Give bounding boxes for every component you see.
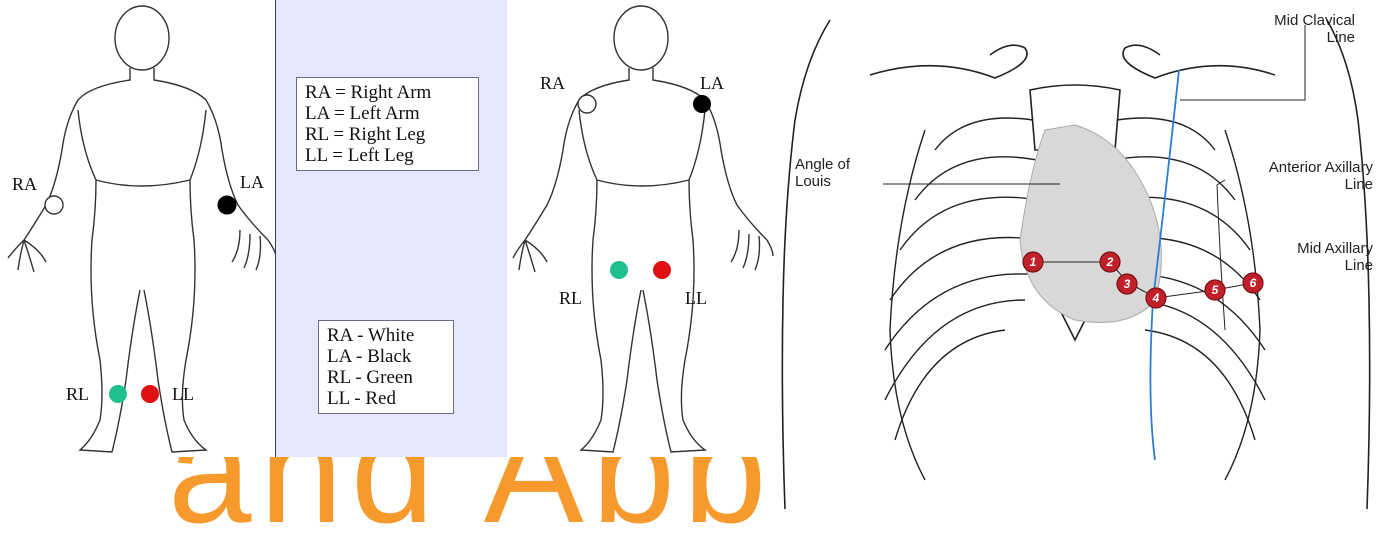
- legend-item: LA = Left Arm: [305, 103, 470, 124]
- legend-item: LL = Left Leg: [305, 145, 470, 166]
- limb-leads-figure-proximal: RA LA RL LL: [507, 0, 775, 457]
- label-ra: RA: [540, 73, 565, 94]
- limb-leads-figure-distal: RA LA RL LL: [0, 0, 275, 457]
- legend-item: LL - Red: [327, 388, 445, 409]
- electrode-v6-label: 6: [1250, 276, 1257, 290]
- electrode-ra-white: [45, 196, 63, 214]
- electrode-la-black: [693, 95, 711, 113]
- label-rl: RL: [66, 384, 89, 405]
- legend-item: RL = Right Leg: [305, 124, 470, 145]
- electrode-la-black: [218, 196, 236, 214]
- electrode-rl-green: [109, 385, 127, 403]
- electrode-ll-red: [653, 261, 671, 279]
- legend-panel: RA = Right Arm LA = Left Arm RL = Right …: [275, 0, 509, 457]
- electrode-layer-2: [507, 0, 775, 457]
- electrode-ll-red: [141, 385, 159, 403]
- electrode-v2-label: 2: [1106, 255, 1114, 269]
- label-angle-of-louis: Angle of Louis: [795, 156, 895, 190]
- electrode-v1-label: 1: [1030, 255, 1037, 269]
- legend-lead-colors: RA - White LA - Black RL - Green LL - Re…: [318, 320, 454, 414]
- label-ra: RA: [12, 174, 37, 195]
- legend-item: RA = Right Arm: [305, 82, 470, 103]
- label-mid-axillary-line: Mid Axillary Line: [1235, 240, 1373, 274]
- electrode-v3-label: 3: [1124, 277, 1131, 291]
- label-la: LA: [240, 172, 264, 193]
- electrode-rl-green: [610, 261, 628, 279]
- legend-item: RA - White: [327, 325, 445, 346]
- electrode-v5-label: 5: [1212, 283, 1219, 297]
- electrode-v4-label: 4: [1152, 291, 1160, 305]
- label-ll: LL: [685, 288, 707, 309]
- label-la: LA: [700, 73, 724, 94]
- electrode-ra-white: [578, 95, 596, 113]
- electrode-layer-1: [0, 0, 275, 457]
- label-ll: LL: [172, 384, 194, 405]
- legend-item: RL - Green: [327, 367, 445, 388]
- label-anterior-axillary-line: Anterior Axillary Line: [1205, 159, 1373, 193]
- legend-item: LA - Black: [327, 346, 445, 367]
- label-rl: RL: [559, 288, 582, 309]
- legend-lead-names: RA = Right Arm LA = Left Arm RL = Right …: [296, 77, 479, 171]
- label-mid-clavical-line: Mid Clavical Line: [1195, 12, 1355, 46]
